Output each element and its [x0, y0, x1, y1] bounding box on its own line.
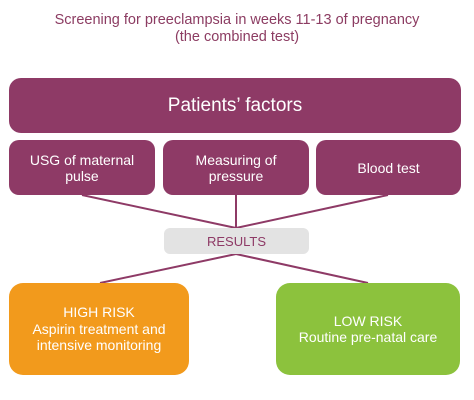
- title-line-1: Screening for preeclampsia in weeks 11-1…: [54, 12, 420, 28]
- factor-usg-maternal-pulse: USG of maternal pulse: [9, 140, 155, 195]
- connector-right-factor-to-results: [235, 194, 389, 229]
- high-risk-line-2: Aspirin treatment and: [32, 320, 166, 337]
- high-risk-heading: HIGH RISK: [63, 304, 135, 321]
- connector-results-to-high-risk: [99, 253, 237, 284]
- low-risk-heading: LOW RISK: [333, 312, 403, 329]
- factor-blood-test-label: Blood test: [357, 159, 420, 176]
- connector-results-to-low-risk: [235, 253, 369, 284]
- title-line-2: (the combined test): [174, 29, 300, 45]
- diagram-title: Screening for preeclampsia in weeks 11-1…: [0, 12, 474, 46]
- factor-pressure-line-2: pressure: [208, 167, 264, 184]
- low-risk-line-2: Routine pre-natal care: [298, 329, 438, 345]
- factor-usg-line-1: USG of maternal: [29, 151, 135, 168]
- factor-usg-line-2: pulse: [65, 167, 99, 184]
- connector-left-factor-to-results: [81, 194, 237, 229]
- results-box: RESULTS: [164, 228, 309, 254]
- high-risk-box: HIGH RISK Aspirin treatment and intensiv…: [9, 283, 189, 375]
- high-risk-line-3: intensive monitoring: [36, 337, 162, 354]
- factor-blood-test: Blood test: [316, 140, 461, 195]
- results-label: RESULTS: [207, 233, 266, 249]
- patients-factors-box: Patients’ factors: [9, 78, 461, 133]
- factor-pressure-line-1: Measuring of: [195, 151, 277, 168]
- factor-measuring-pressure: Measuring of pressure: [163, 140, 309, 195]
- patients-factors-label: Patients’ factors: [167, 94, 303, 116]
- low-risk-box: LOW RISK Routine pre-natal care: [276, 283, 460, 375]
